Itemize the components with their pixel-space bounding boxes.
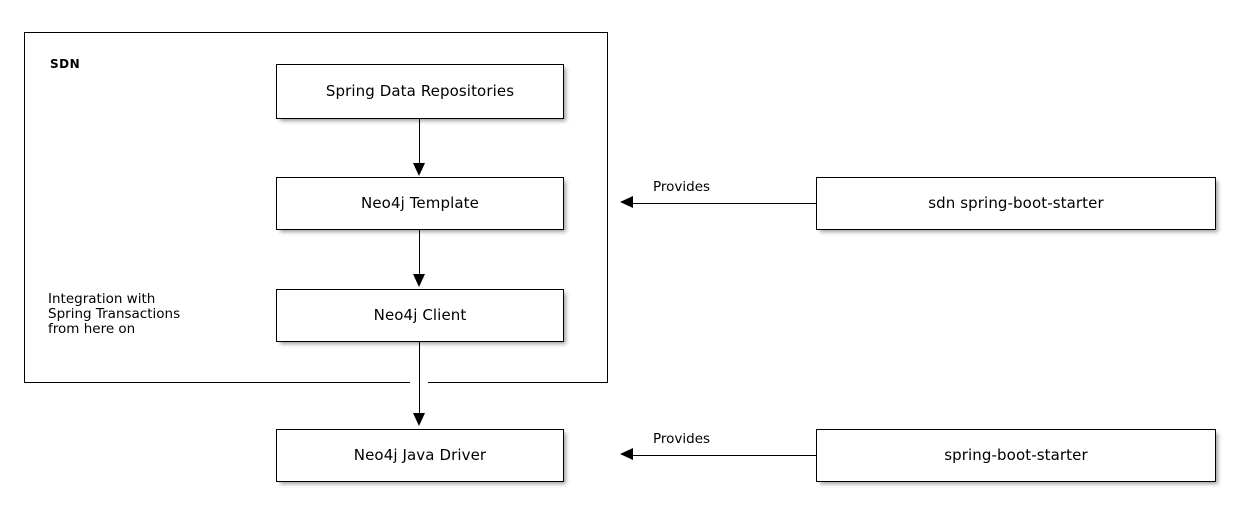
integration-note-text: Integration with Spring Transactions fro…: [48, 291, 181, 337]
node-spring-data-repositories[interactable]: Spring Data Repositories: [276, 64, 564, 119]
node-neo4j-template[interactable]: Neo4j Template: [276, 177, 564, 230]
edge-sdn-starter-provides-line: [632, 203, 816, 204]
edge-client-to-driver-line: [419, 342, 420, 415]
node-sdn-spring-boot-starter-label: sdn spring-boot-starter: [928, 194, 1104, 212]
edge-sdn-starter-provides-label: Provides: [653, 179, 711, 195]
edge-starter-provides-label: Provides: [653, 431, 711, 447]
edge-template-to-client-line: [419, 230, 420, 276]
node-neo4j-java-driver-label: Neo4j Java Driver: [353, 446, 487, 464]
node-neo4j-java-driver[interactable]: Neo4j Java Driver: [276, 429, 564, 482]
node-spring-boot-starter-label: spring-boot-starter: [944, 446, 1088, 464]
node-neo4j-client[interactable]: Neo4j Client: [276, 289, 564, 342]
edge-repositories-to-template-line: [419, 119, 420, 165]
sdn-container-title: SDN: [50, 57, 81, 71]
edge-starter-provides-arrowhead: [620, 448, 633, 460]
node-neo4j-client-label: Neo4j Client: [373, 306, 467, 324]
edge-sdn-starter-provides-arrowhead: [620, 196, 633, 208]
node-spring-data-repositories-label: Spring Data Repositories: [325, 82, 515, 100]
edge-template-to-client-arrowhead: [413, 274, 425, 287]
edge-repositories-to-template-arrowhead: [413, 163, 425, 176]
edge-client-to-driver-arrowhead: [413, 413, 425, 426]
edge-starter-provides-line: [632, 455, 816, 456]
node-sdn-spring-boot-starter[interactable]: sdn spring-boot-starter: [816, 177, 1216, 230]
node-spring-boot-starter[interactable]: spring-boot-starter: [816, 429, 1216, 482]
node-neo4j-template-label: Neo4j Template: [361, 194, 479, 212]
sdn-container-frame: [24, 32, 608, 383]
